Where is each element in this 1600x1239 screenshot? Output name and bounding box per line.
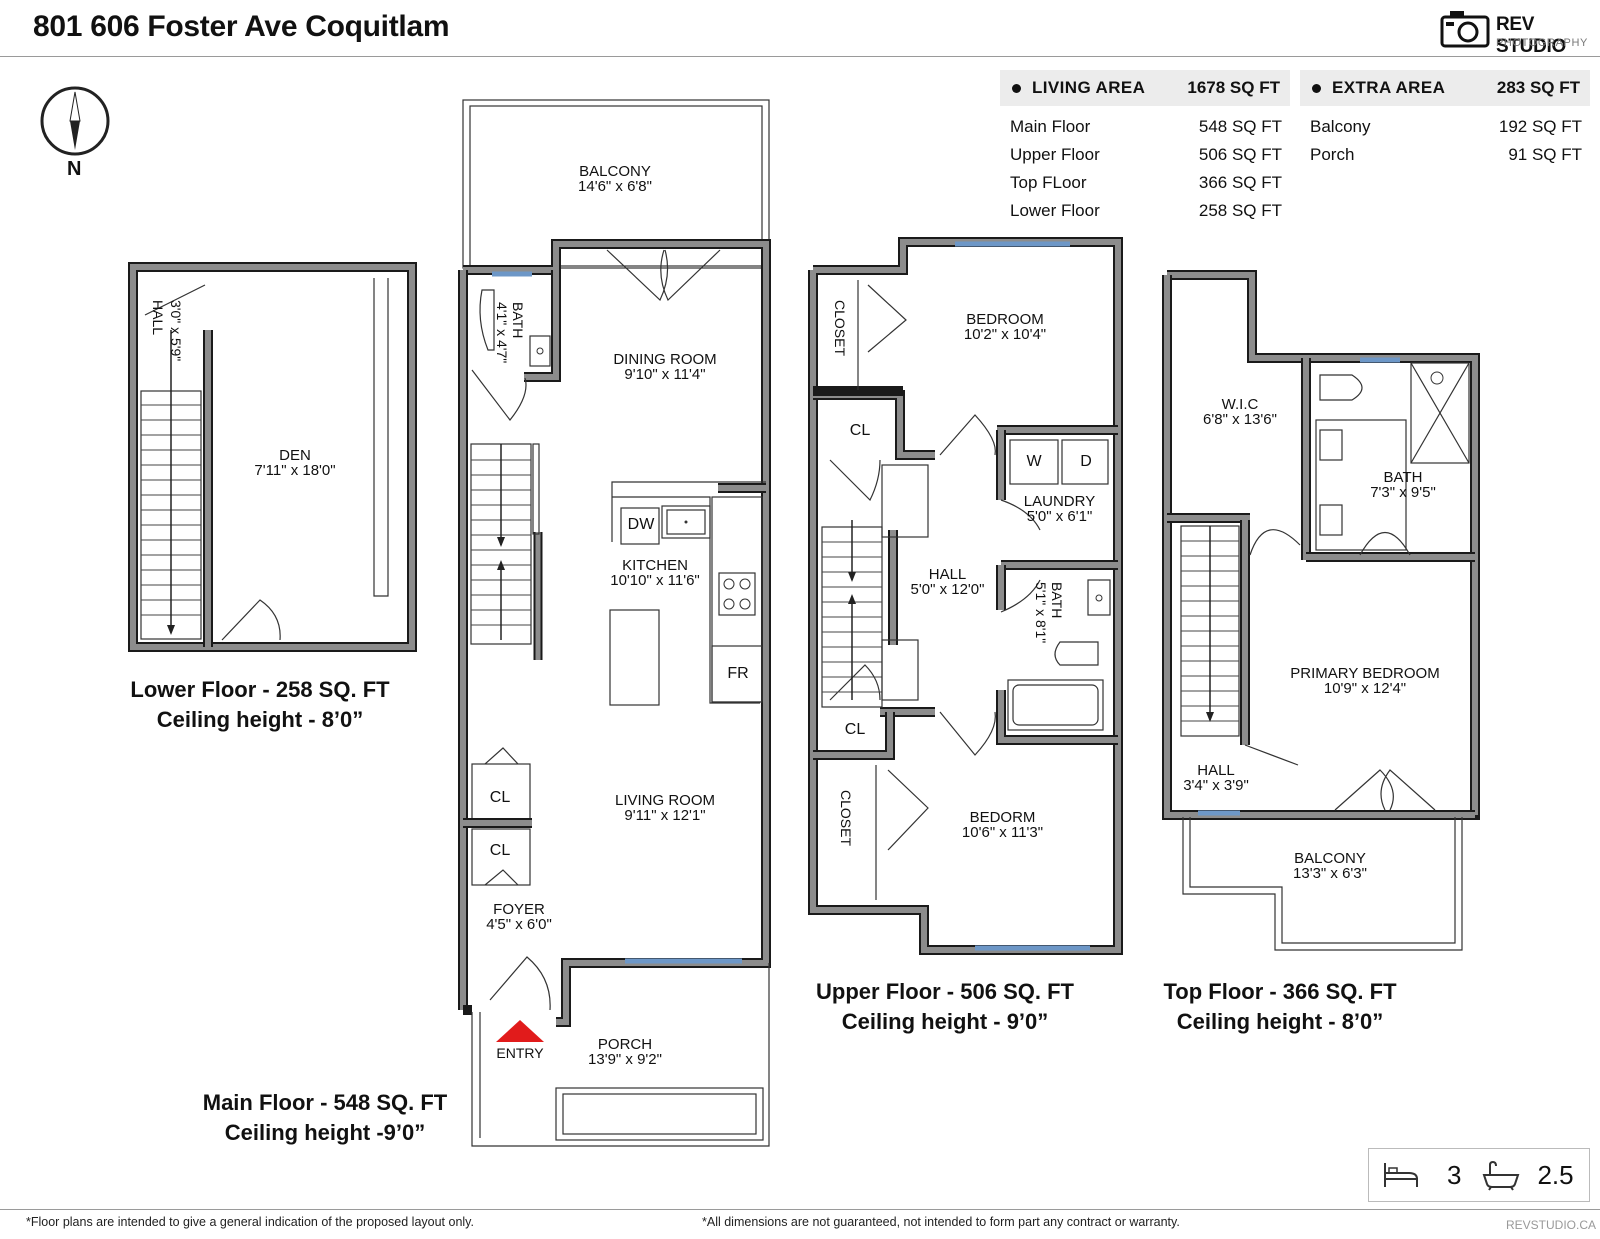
upper-bedroom-label: BEDROOM 10'2" x 10'4": [963, 311, 1047, 343]
room-dims: 7'11" x 18'0": [254, 462, 336, 479]
main-balcony-label: BALCONY 14'6" x 6'8": [578, 163, 652, 195]
bathtub-icon: [1483, 1160, 1520, 1191]
dryer-label: D: [1080, 453, 1092, 470]
bed-icon: [1384, 1163, 1418, 1187]
extra-area-total: 283 SQ FT: [1496, 78, 1580, 97]
bullet-icon: [1012, 83, 1021, 93]
living-room-label: LIVING ROOM 9'11" x 12'1": [614, 792, 715, 824]
camera-logo-icon: [1440, 11, 1490, 48]
stairs: [821, 464, 929, 708]
room-name: HALL: [150, 300, 166, 336]
lower-floor-caption: Lower Floor - 258 SQ. FT Ceiling height …: [130, 677, 390, 732]
entry-arrow-icon: [496, 1020, 544, 1042]
extra-area-header: EXTRA AREA 283 SQ FT: [1300, 70, 1590, 106]
lower-hall-label: HALL 3'0" x 5'9": [150, 300, 194, 390]
bullet-icon: [1312, 83, 1321, 93]
main-floor-plan: [458, 99, 771, 1147]
stairs: [470, 443, 543, 660]
walk-in-closet-label: W.I.C 6'8" x 13'6": [1203, 396, 1277, 428]
den-label: DEN 7'11" x 18'0": [230, 448, 360, 478]
bedroom-count: 3: [1447, 1159, 1462, 1190]
extra-area-label: EXTRA AREA: [1332, 78, 1446, 97]
main-bath-label: BATH 4'1" x 4'7": [494, 302, 526, 364]
upper-bath-label: BATH 5'1" x 8'1": [1033, 582, 1065, 644]
foyer-label: FOYER 4'5" x 6'0": [486, 901, 552, 933]
primary-bedroom-label: PRIMARY BEDROOM 10'9" x 12'4": [1290, 665, 1440, 697]
upper-closet-label: CLOSET: [838, 790, 854, 847]
upper-closet-label: CL: [849, 422, 871, 439]
dining-room-label: DINING ROOM 9'10" x 11'4": [613, 351, 717, 383]
porch-label: PORCH 13'9" x 9'2": [588, 1036, 662, 1068]
living-area-header: LIVING AREA 1678 SQ FT: [1000, 70, 1290, 106]
top-balcony-label: BALCONY 13'3" x 6'3": [1293, 850, 1367, 882]
top-floor-caption: Top Floor - 366 SQ. FT Ceiling height - …: [1163, 979, 1397, 1034]
upper-hall-label: HALL 5'0" x 12'0": [910, 566, 985, 598]
footer-website: REVSTUDIO.CA: [1506, 1218, 1597, 1232]
top-floor-plan: [1162, 270, 1480, 951]
stairs: [1180, 525, 1240, 737]
page-title: 801 606 Foster Ave Coquitlam: [33, 10, 450, 43]
lower-floor-plan: [128, 262, 417, 652]
washer-label: W: [1026, 453, 1042, 470]
fridge-label: FR: [727, 665, 749, 682]
main-closet-label: CL: [489, 789, 511, 806]
entry-label: ENTRY: [496, 1045, 544, 1061]
living-area-label: LIVING AREA: [1032, 78, 1146, 97]
upper-closet-label: CL: [844, 721, 866, 738]
compass-label: N: [67, 158, 82, 180]
living-area-total: 1678 SQ FT: [1187, 78, 1280, 97]
room-dims: 3'0" x 5'9": [168, 300, 184, 362]
logo-text: REV STUDIO: [1496, 14, 1566, 57]
upper-bedroom-label: BEDORM 10'6" x 11'3": [961, 809, 1044, 841]
footer-disclaimer-center: *All dimensions are not guaranteed, not …: [702, 1215, 1180, 1229]
logo-subtext: PHOTOGRAPHY: [1496, 37, 1588, 49]
main-closet-label: CL: [489, 842, 511, 859]
laundry-label: LAUNDRY 5'0" x 6'1": [1023, 493, 1096, 525]
kitchen-label: KITCHEN 10'10" x 11'6": [610, 557, 700, 589]
top-bath-label: BATH 7'3" x 9'5": [1370, 469, 1436, 501]
bathroom-count: 2.5: [1537, 1159, 1574, 1190]
top-hall-label: HALL 3'4" x 3'9": [1183, 762, 1249, 794]
stairs: [140, 330, 202, 640]
upper-floor-caption: Upper Floor - 506 SQ. FT Ceiling height …: [816, 979, 1074, 1034]
main-floor-caption: Main Floor - 548 SQ. FT Ceiling height -…: [202, 1090, 448, 1145]
title-divider: [0, 56, 1600, 57]
footer-divider: [0, 1209, 1600, 1210]
dishwasher-label: DW: [627, 516, 655, 533]
stats-badge: 3 2.5: [1368, 1148, 1590, 1202]
compass-icon: [40, 86, 110, 156]
upper-closet-label: CLOSET: [832, 300, 848, 357]
footer-disclaimer-left: *Floor plans are intended to give a gene…: [26, 1215, 474, 1229]
upper-floor-plan: [808, 237, 1123, 955]
room-name: DEN: [279, 447, 311, 464]
